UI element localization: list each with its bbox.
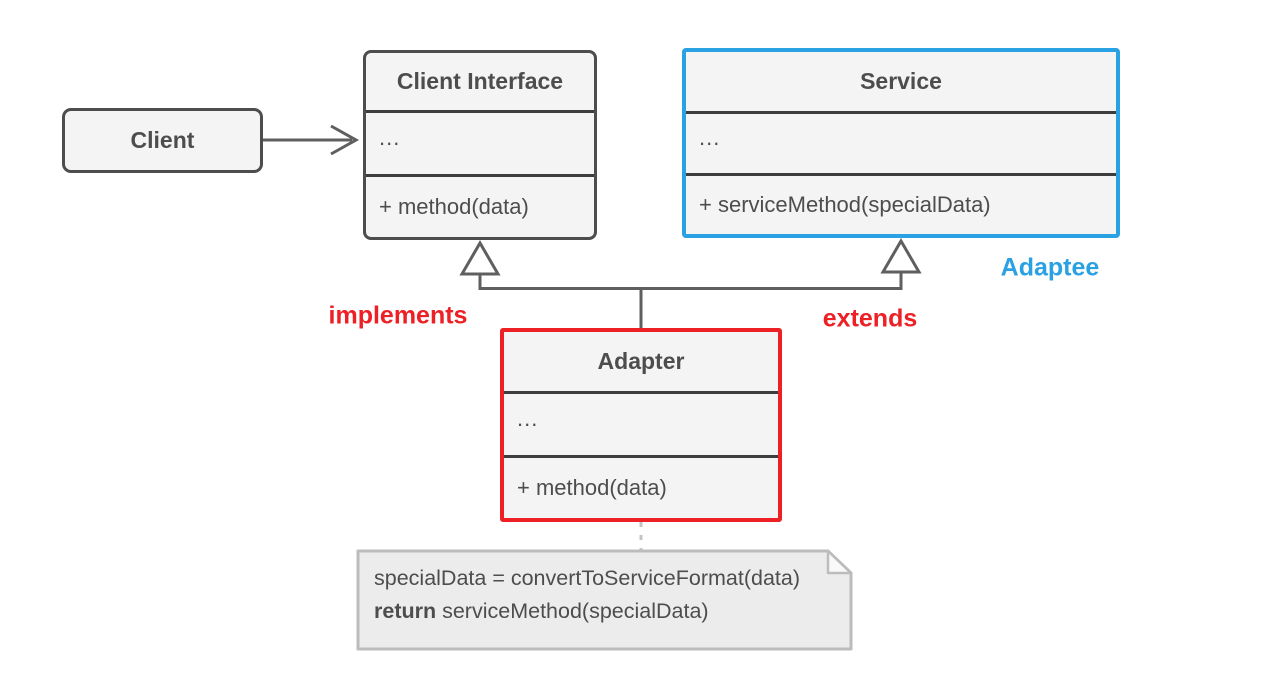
class-box-adapter: Adapter ... + method(data) bbox=[500, 328, 782, 522]
class-methods-row: + method(data) bbox=[366, 173, 594, 238]
class-title-client-interface: Client Interface bbox=[396, 68, 564, 94]
class-title-row: Adapter bbox=[504, 332, 778, 391]
note-code-text: specialData = convertToServiceFormat(dat… bbox=[374, 562, 836, 628]
class-title-row: Client Interface bbox=[366, 53, 594, 110]
class-fields-service: ... bbox=[699, 125, 721, 151]
label-extends: extends bbox=[822, 304, 918, 333]
class-title-row: Service bbox=[686, 52, 1116, 111]
class-box-client: Client bbox=[62, 108, 263, 173]
class-method-service: + serviceMethod(specialData) bbox=[699, 191, 991, 217]
note-line-1: specialData = convertToServiceFormat(dat… bbox=[374, 566, 801, 590]
class-box-service: Service ... + serviceMethod(specialData) bbox=[682, 48, 1120, 238]
label-adaptee: Adaptee bbox=[1000, 253, 1100, 282]
class-title-adapter: Adapter bbox=[597, 348, 685, 374]
class-fields-row: ... bbox=[686, 111, 1116, 173]
note-line-2-rest: serviceMethod(specialData) bbox=[436, 599, 709, 623]
class-title-service: Service bbox=[860, 68, 942, 94]
note-return-keyword: return bbox=[374, 599, 437, 623]
label-implements: implements bbox=[328, 301, 468, 330]
class-methods-row: + method(data) bbox=[504, 454, 778, 519]
class-fields-adapter: ... bbox=[517, 406, 539, 432]
class-fields-row: ... bbox=[504, 391, 778, 455]
class-method-adapter: + method(data) bbox=[517, 474, 667, 500]
class-fields-row: ... bbox=[366, 110, 594, 174]
hollow-triangle-implements-icon bbox=[459, 240, 501, 276]
hollow-triangle-extends-icon bbox=[880, 238, 922, 274]
class-box-client-interface: Client Interface ... + method(data) bbox=[363, 50, 597, 240]
class-title-client: Client bbox=[130, 127, 195, 153]
note-line-2: return serviceMethod(specialData) bbox=[374, 595, 836, 628]
class-methods-row: + serviceMethod(specialData) bbox=[686, 172, 1116, 235]
open-arrowhead-icon bbox=[330, 124, 360, 156]
class-method-client-interface: + method(data) bbox=[379, 193, 529, 219]
class-fields-client-interface: ... bbox=[379, 125, 401, 151]
